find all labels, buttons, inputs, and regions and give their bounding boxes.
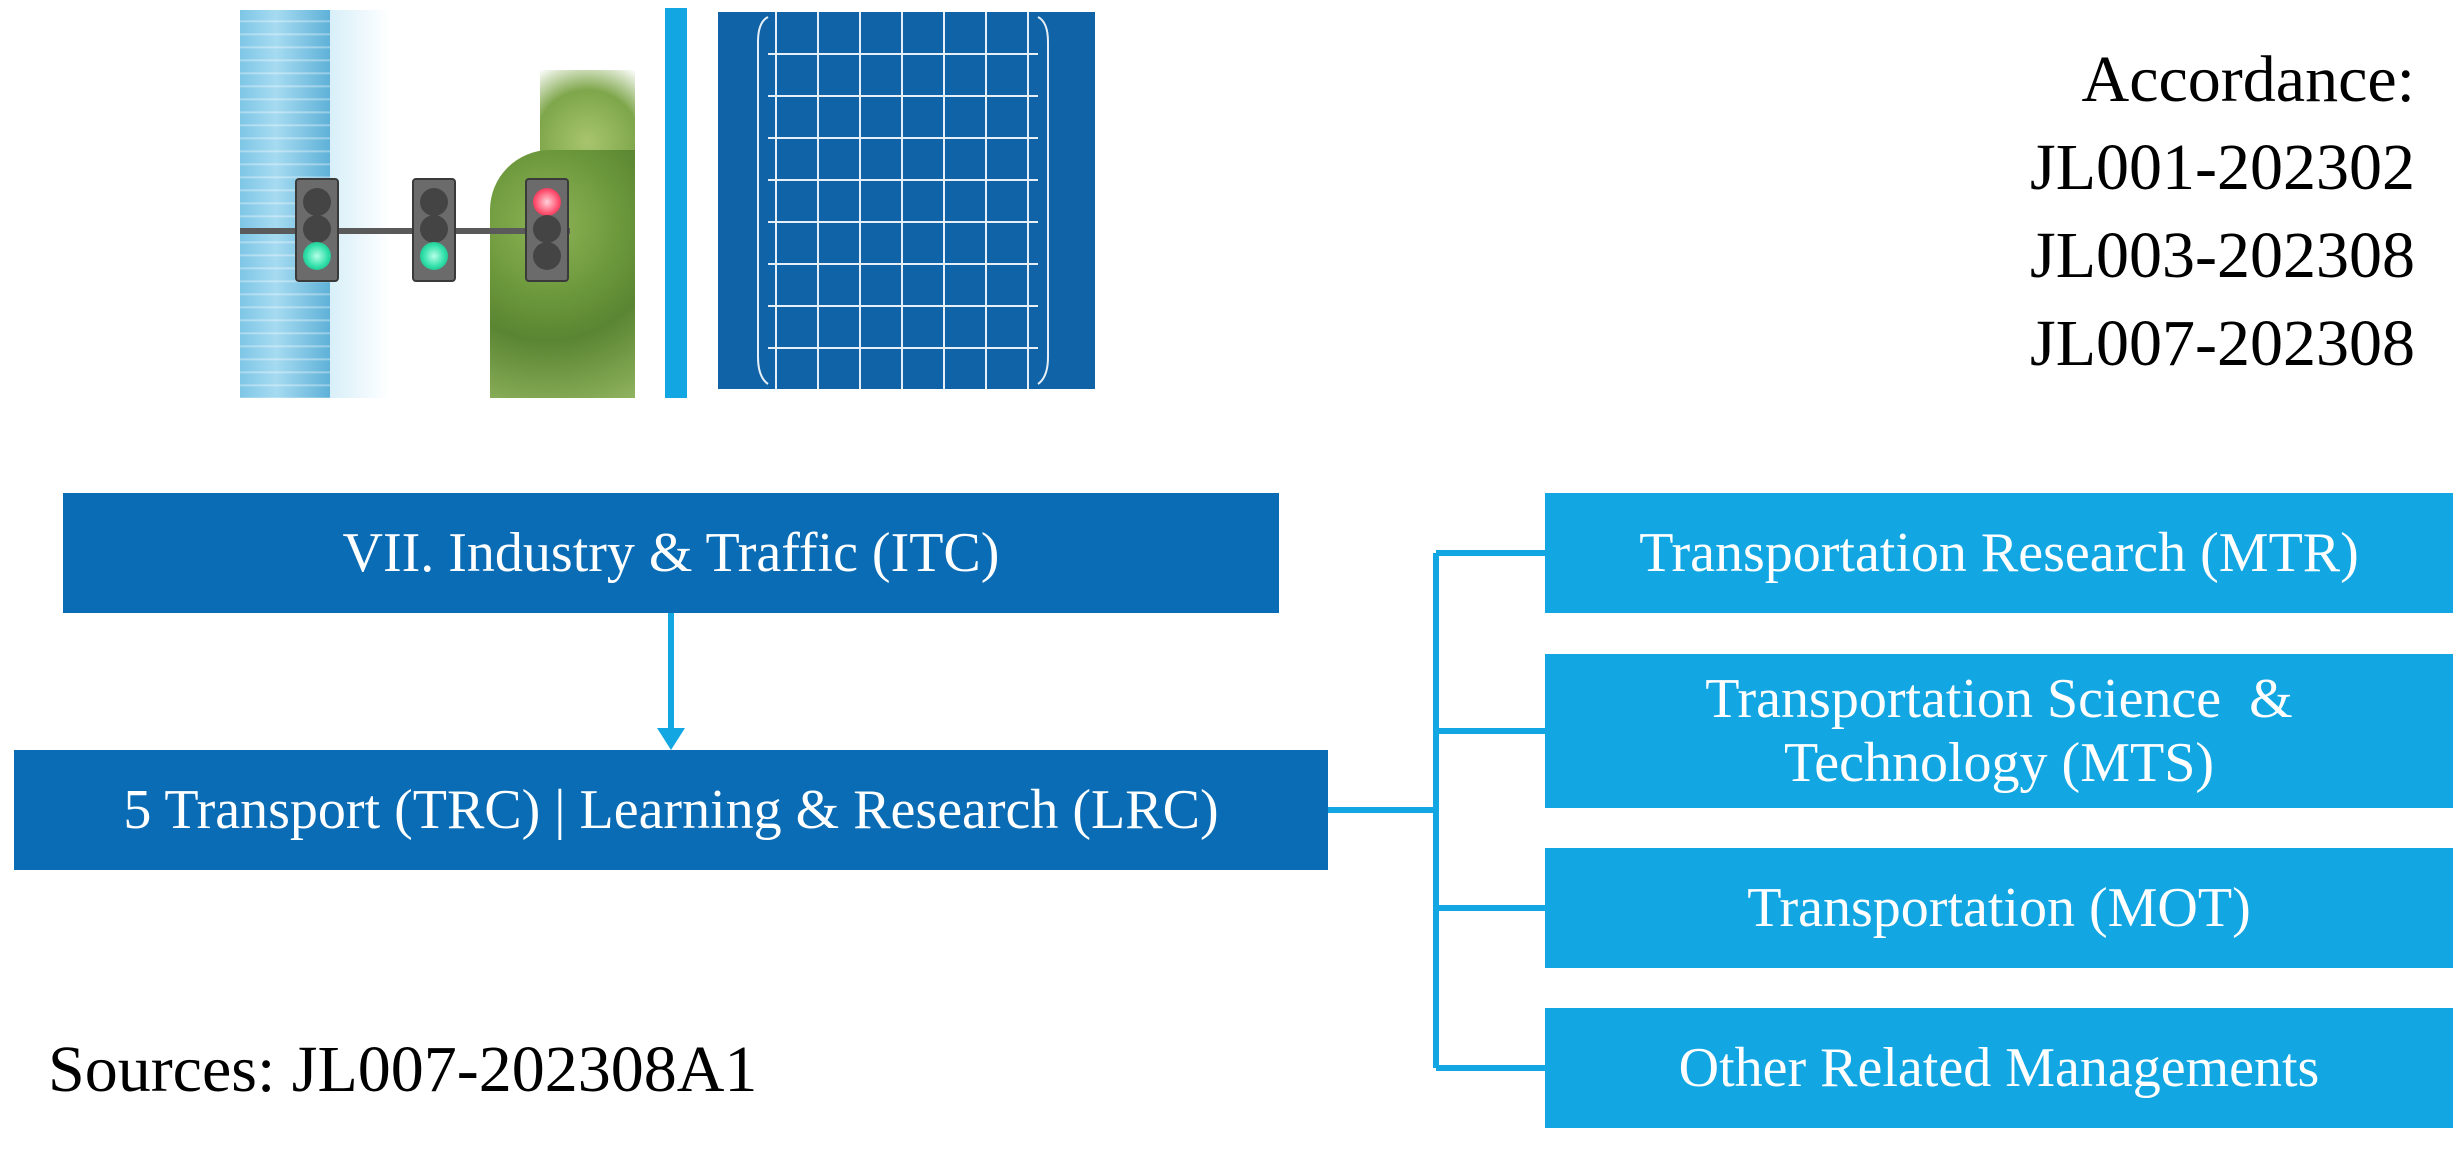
vertical-divider <box>665 8 687 398</box>
accordance-code: JL003-202308 <box>2030 219 2415 292</box>
grid-panel-icon <box>718 12 1095 389</box>
accordance-code: JL007-202308 <box>2030 307 2415 380</box>
traffic-signal-icon <box>525 178 569 282</box>
itc-label: VII. Industry & Traffic (ITC) <box>342 522 1000 584</box>
accordance-code: JL001-202302 <box>2030 131 2415 204</box>
mts-label-line1: Transportation Science & <box>1705 668 2293 730</box>
signal-mast <box>240 228 570 234</box>
mtr-label: Transportation Research (MTR) <box>1639 522 2359 584</box>
mot-box: Transportation (MOT) <box>1545 848 2453 968</box>
mtr-box: Transportation Research (MTR) <box>1545 493 2453 613</box>
sources-text: Sources: JL007-202308A1 <box>48 1033 758 1106</box>
accordance-block: Accordance: JL001-202302 JL003-202308 JL… <box>2030 36 2415 388</box>
accordance-heading: Accordance: <box>2081 43 2415 116</box>
trc-lrc-label: 5 Transport (TRC) | Learning & Research … <box>123 779 1219 841</box>
traffic-signal-icon <box>412 178 456 282</box>
traffic-light-photo <box>240 10 635 398</box>
arrow-down-icon <box>657 728 685 750</box>
other-managements-label: Other Related Managements <box>1678 1037 2320 1099</box>
traffic-signal-icon <box>295 178 339 282</box>
mts-box: Transportation Science & Technology (MTS… <box>1545 654 2453 808</box>
mts-label-line2: Technology (MTS) <box>1783 732 2214 794</box>
mot-label: Transportation (MOT) <box>1747 877 2251 939</box>
itc-box: VII. Industry & Traffic (ITC) <box>63 493 1279 613</box>
other-managements-box: Other Related Managements <box>1545 1008 2453 1128</box>
trc-lrc-box: 5 Transport (TRC) | Learning & Research … <box>14 750 1328 870</box>
